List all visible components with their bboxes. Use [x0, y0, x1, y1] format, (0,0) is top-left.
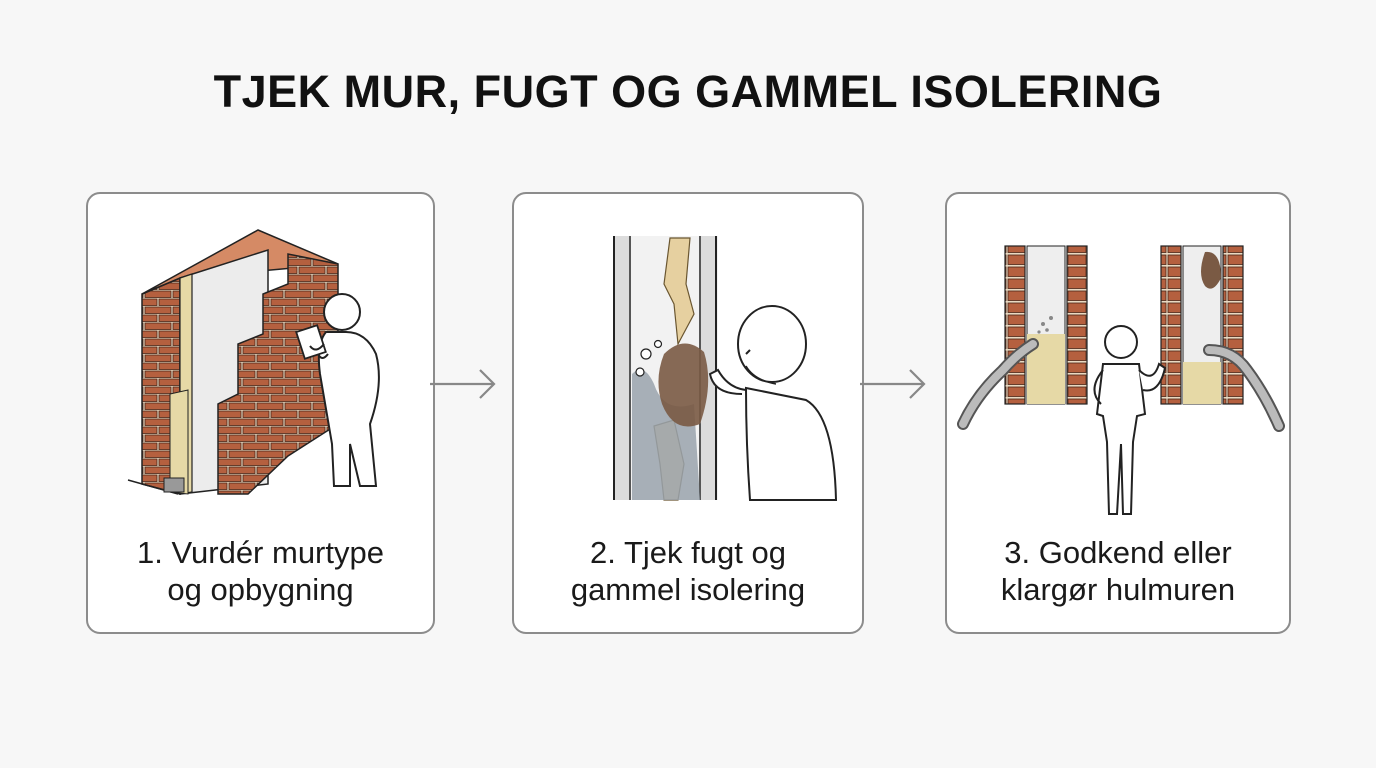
step-card-1: 1. Vurdér murtype og opbygning [86, 192, 435, 634]
step-card-2: 2. Tjek fugt og gammel isolering [512, 192, 864, 634]
arrow-right-icon [860, 369, 926, 399]
step-caption-line1: 1. Vurdér murtype [137, 535, 384, 570]
step-caption-line2: klargør hulmuren [1000, 572, 1236, 607]
moisture-cavity-icon [613, 236, 838, 501]
step-caption: 3. Godkend eller klargør hulmuren [947, 534, 1289, 608]
brick-wall-inspection-icon [127, 229, 380, 495]
step-caption-line1: 3. Godkend eller [1004, 535, 1232, 570]
step-caption-line2: gammel isolering [570, 572, 806, 607]
cavity-fill-icon [957, 245, 1285, 515]
step-card-3: 3. Godkend eller klargør hulmuren [945, 192, 1291, 634]
page-title: TJEK MUR, FUGT OG GAMMEL ISOLERING [213, 66, 1163, 117]
step-caption: 2. Tjek fugt og gammel isolering [514, 534, 862, 608]
step-caption-line2: og opbygning [167, 572, 354, 607]
step-caption-line1: 2. Tjek fugt og [590, 535, 786, 570]
step-caption: 1. Vurdér murtype og opbygning [88, 534, 433, 608]
arrow-right-icon [430, 369, 496, 399]
